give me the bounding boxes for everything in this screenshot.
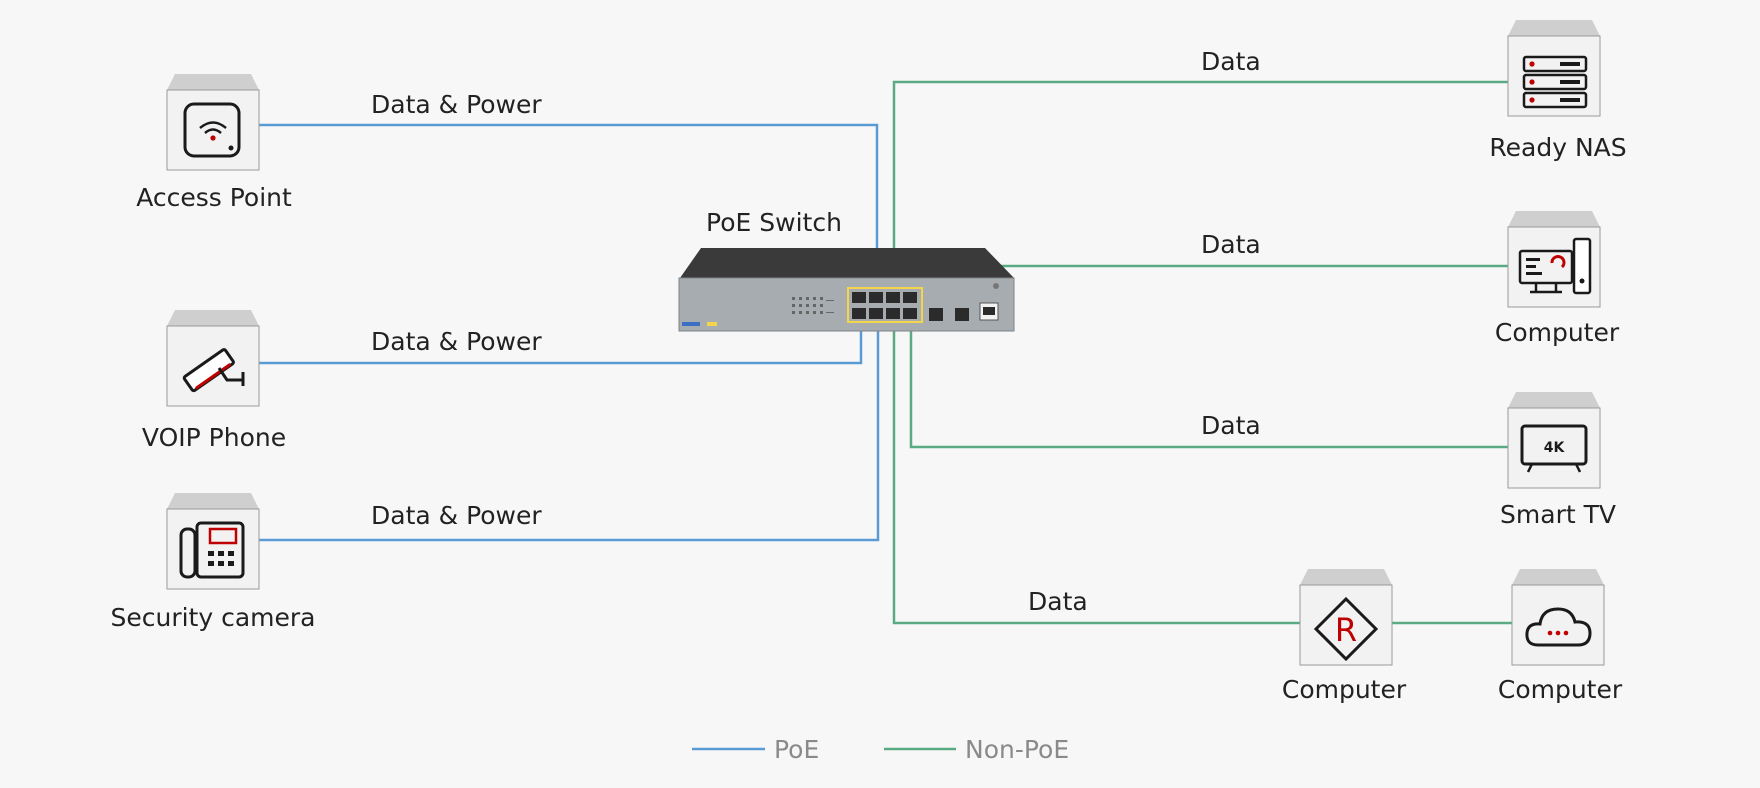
tv-4k-icon: 4K: [1520, 424, 1588, 473]
link-label-voip-phone: Data & Power: [371, 327, 542, 356]
desk-phone-icon: [179, 521, 245, 579]
link-label-smart-tv: Data: [1201, 411, 1261, 440]
switch-label: PoE Switch: [706, 208, 842, 237]
tv-screen-text: 4K: [1544, 440, 1566, 456]
poe-link-voip-phone: [258, 318, 863, 365]
router-icon: R: [1313, 596, 1379, 662]
data-link-router: [892, 320, 1300, 625]
link-label-router: Data: [1028, 587, 1088, 616]
device-label-voip-phone: VOIP Phone: [141, 423, 287, 452]
device-label-cloud: Computer: [1497, 675, 1623, 704]
poe-switch: [678, 248, 1015, 332]
wifi-router-icon: [183, 102, 241, 158]
device-label-computer: Computer: [1494, 318, 1620, 347]
link-label-security-camera: Data & Power: [371, 501, 542, 530]
data-link-smart-tv: [909, 320, 1508, 449]
smart-tv-device[interactable]: 4K: [1507, 391, 1601, 489]
poe-links: [258, 123, 880, 542]
cloud-device[interactable]: [1511, 568, 1605, 666]
poe-ports: [852, 292, 917, 319]
security-camera-device[interactable]: [166, 492, 260, 590]
link-label-ready-nas: Data: [1201, 47, 1261, 76]
computer-device[interactable]: [1507, 210, 1601, 308]
device-label-router: Computer: [1281, 675, 1407, 704]
device-label-security-camera: Security camera: [110, 603, 316, 632]
cloud-icon: [1525, 607, 1592, 647]
router-device[interactable]: R: [1299, 568, 1393, 666]
ready-nas-device[interactable]: [1507, 19, 1601, 117]
legend-non-poe-label: Non-PoE: [965, 735, 1070, 764]
poe-link-access-point: [258, 123, 879, 292]
legend-poe-label: PoE: [774, 735, 820, 764]
device-label-access-point: Access Point: [136, 183, 292, 212]
device-label-ready-nas: Ready NAS: [1489, 133, 1627, 162]
router-letter: R: [1335, 611, 1357, 649]
device-label-smart-tv: Smart TV: [1500, 500, 1616, 529]
desktop-computer-icon: [1518, 237, 1592, 295]
access-point-device[interactable]: [166, 73, 260, 171]
camera-icon: [182, 348, 245, 393]
server-rack-icon: [1522, 55, 1588, 109]
link-label-access-point: Data & Power: [371, 90, 542, 119]
data-link-ready-nas: [892, 80, 1508, 292]
poe-link-security-camera: [258, 320, 880, 542]
link-label-computer: Data: [1201, 230, 1261, 259]
voip-phone-device[interactable]: [166, 309, 260, 407]
non-poe-links: [892, 80, 1512, 625]
